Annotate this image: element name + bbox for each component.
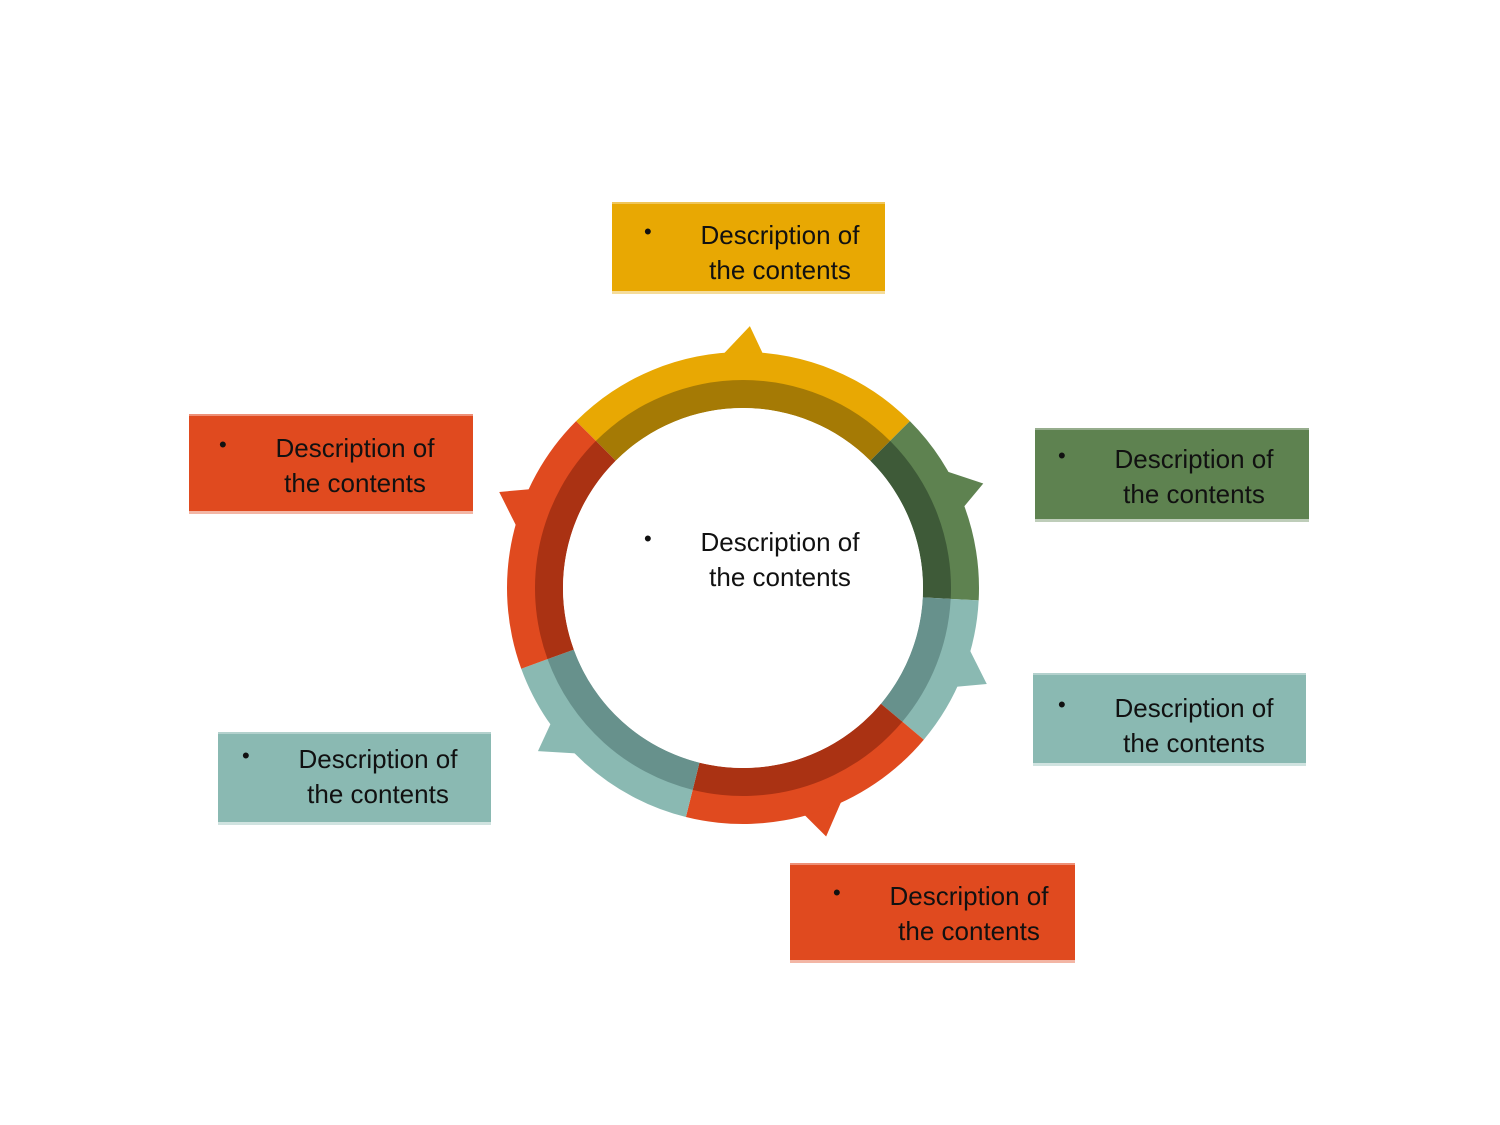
ring-pointer-1 (722, 326, 764, 355)
ring-segment-orange-bottom (685, 721, 924, 824)
box-top-text: Description of the contents (700, 220, 860, 285)
ring-segment-green-inner (870, 440, 952, 599)
ring-segment-orange-left (507, 421, 597, 669)
box-left-bottom-text: Description of the contents (298, 744, 458, 809)
box-right-bottom-text: Description of the contents (1114, 693, 1274, 758)
box-left-bottom-bullet: • (242, 743, 250, 768)
ring-pointer-2 (945, 471, 984, 508)
ring-pointer-3 (955, 648, 987, 687)
center-text: Description of the contents (700, 527, 860, 592)
ring-center-disc (563, 408, 923, 768)
ring-pointer-6 (499, 489, 531, 528)
ring-segment-teal-left-inner (547, 649, 700, 790)
ring-segment-teal-right (901, 598, 979, 740)
box-top (612, 202, 885, 294)
box-right-top-bullet: • (1058, 443, 1066, 468)
ring-segment-teal-left (521, 658, 693, 817)
box-right-top-text: Description of the contents (1114, 444, 1274, 509)
ring-segment-green (889, 421, 979, 601)
box-right-bottom (1033, 673, 1306, 766)
box-left-bottom (218, 732, 491, 825)
box-bottom-text: Description of the contents (889, 881, 1049, 946)
box-right-top (1035, 428, 1309, 522)
ring-segment-teal-right-inner (880, 597, 951, 722)
box-bottom (790, 863, 1075, 963)
ring-segment-orange-bottom-inner (692, 703, 903, 796)
ring-segment-orange-left-inner (535, 440, 616, 660)
box-bottom-bullet: • (833, 880, 841, 905)
box-left-top (189, 414, 473, 514)
ring-segment-yellow-inner (595, 380, 891, 461)
center-bullet: • (644, 526, 652, 551)
ring-segment-yellow (576, 352, 910, 442)
ring-pointer-4 (803, 800, 842, 837)
box-left-top-text: Description of the contents (275, 433, 435, 498)
box-left-top-bullet: • (219, 432, 227, 457)
box-right-bottom-bullet: • (1058, 692, 1066, 717)
box-top-bullet: • (644, 219, 652, 244)
